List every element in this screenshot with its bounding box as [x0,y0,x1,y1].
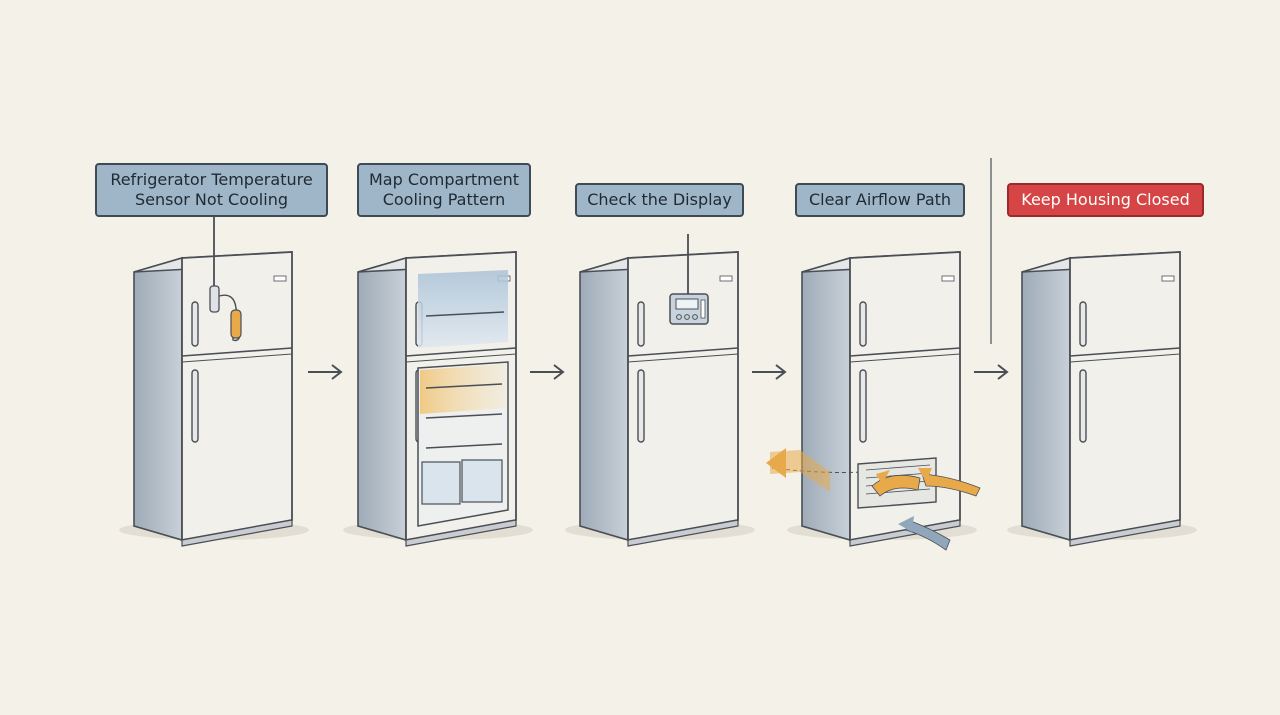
airflow-arrows [766,448,981,551]
step-1-label: Refrigerator Temperature Sensor Not Cool… [95,163,328,217]
step-4-title: Clear Airflow Path [808,190,952,209]
fridge-1-sensor [118,216,310,547]
arrow-step-3-4 [751,364,786,380]
step-2-label: Map Compartment Cooling Pattern [357,163,531,217]
fridge-4-airflow [771,251,978,547]
fridge-2-open-compartment [342,251,534,547]
step-5-title: Keep Housing Closed [1021,190,1190,209]
arrow-step-4-5 [973,364,1008,380]
step-1-title-line1: Refrigerator Temperature [110,170,313,189]
fridge-3-display [564,234,756,547]
arrow-step-1-2 [307,364,342,380]
step-3-title: Check the Display [587,190,732,209]
fridge-5-closed [1006,251,1198,547]
step-2-title-line1: Map Compartment [368,170,520,189]
arrow-step-2-3 [529,364,564,380]
step-2-title-line2: Cooling Pattern [382,190,506,209]
step-1-title-line2: Sensor Not Cooling [135,190,288,209]
step-4-label: Clear Airflow Path [795,183,965,217]
step-5-warning-label: Keep Housing Closed [1007,183,1204,217]
step-3-label: Check the Display [575,183,744,217]
